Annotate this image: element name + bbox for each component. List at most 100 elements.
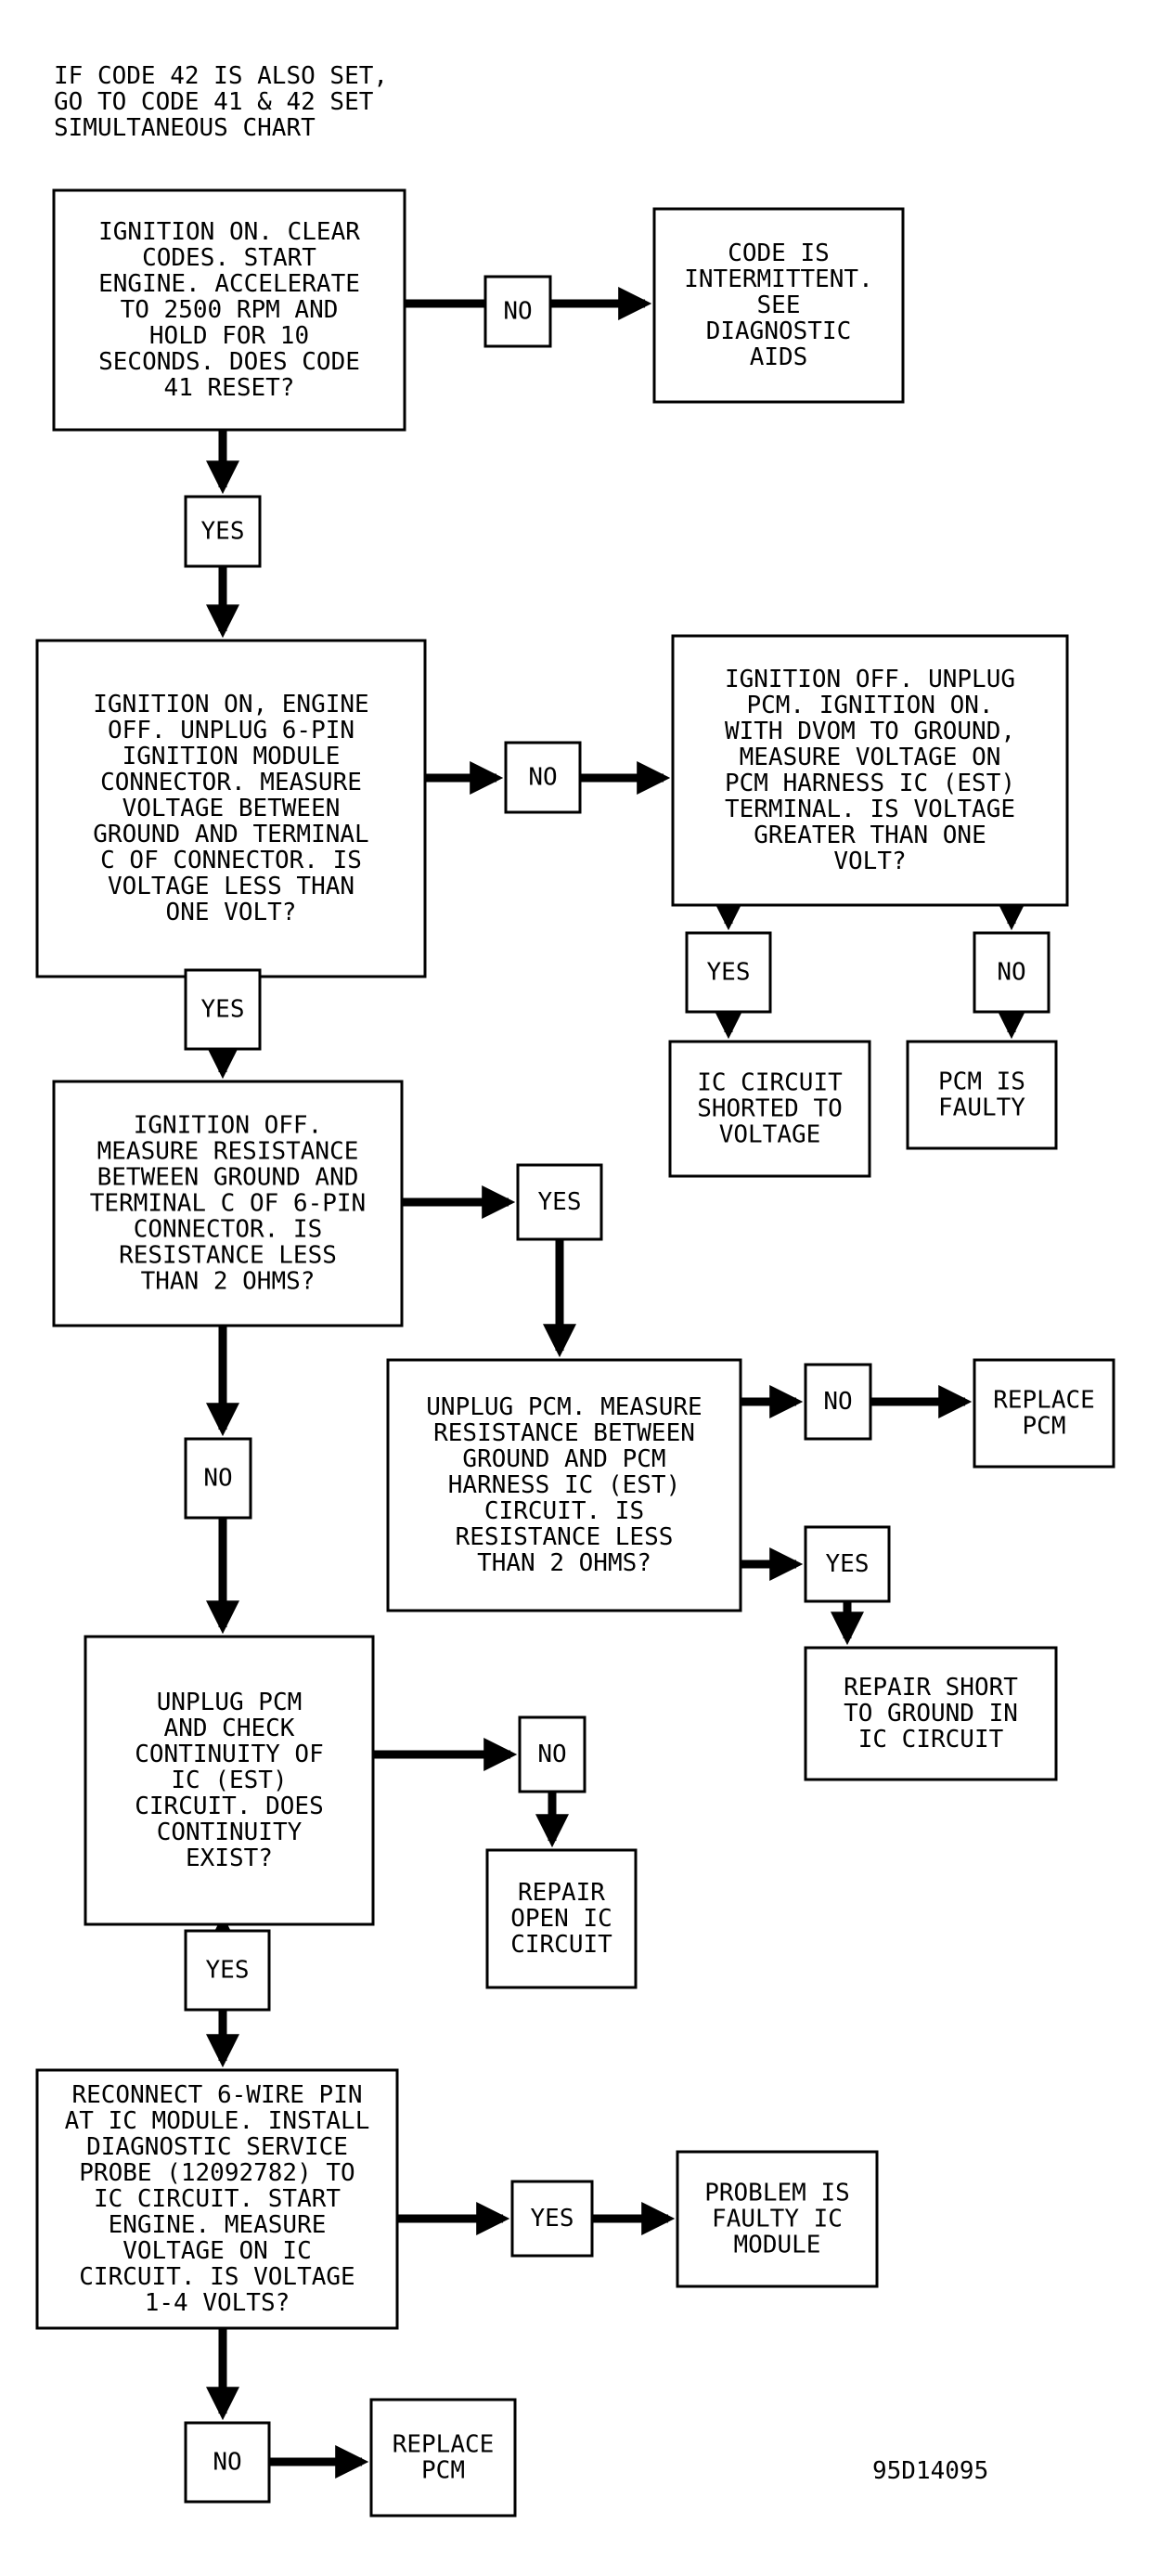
node-box: [804, 1363, 872, 1441]
node-text-line: GROUND AND TERMINAL: [93, 821, 368, 848]
node-text-line: IC (EST): [171, 1767, 287, 1794]
node-text-line: PCM. IGNITION ON.: [746, 692, 993, 719]
node-n4-yes: YES: [516, 1163, 603, 1241]
node-text-line: GREATER THAN ONE: [754, 822, 986, 849]
node-text-line: NO: [203, 1464, 232, 1492]
node-n7-yes: YES: [510, 2180, 594, 2258]
node-text-line: RESISTANCE LESS: [456, 1523, 674, 1551]
node-text-line: YES: [707, 958, 751, 986]
node-text-line: YES: [531, 2205, 574, 2233]
node-box: [518, 1715, 586, 1793]
node-box: [973, 931, 1050, 1014]
node-text-line: VOLTAGE BETWEEN: [122, 795, 341, 822]
node-n1-yes: YES: [184, 495, 262, 568]
node-text-line: YES: [538, 1188, 582, 1216]
figure-id: 95D14095: [872, 2457, 988, 2485]
node-box: [485, 1848, 638, 1989]
node-text-line: YES: [201, 995, 245, 1023]
node-box: [52, 1080, 404, 1327]
node-text-line: VOLTAGE ON IC: [122, 2237, 312, 2265]
node-text-line: FAULTY: [938, 1094, 1025, 1121]
node-text-line: THAN 2 OHMS?: [477, 1549, 651, 1577]
node-text-line: CODE IS: [728, 239, 830, 267]
node-box: [184, 2421, 271, 2504]
node-text-line: DIAGNOSTIC SERVICE: [86, 2133, 348, 2161]
node-text-line: MODULE: [734, 2231, 821, 2259]
node-text-line: PCM IS: [938, 1068, 1025, 1095]
node-box: [671, 634, 1069, 907]
node-box: [84, 1635, 375, 1926]
node-text-line: SHORTED TO: [697, 1094, 843, 1122]
node-n3-yes: YES: [685, 931, 772, 1014]
node-text-line: CONTINUITY: [157, 1819, 303, 1846]
node-text-line: CIRCUIT: [510, 1931, 612, 1959]
node-text-line: IGNITION ON. CLEAR: [98, 218, 360, 246]
node-text-line: RESISTANCE LESS: [119, 1241, 337, 1269]
node-text-line: DIAGNOSTIC: [706, 317, 852, 345]
node-box: [510, 2180, 594, 2258]
node-text-line: NO: [997, 958, 1025, 986]
node-n6-no: NO: [518, 1715, 586, 1793]
node-text-line: UNPLUG PCM. MEASURE: [426, 1393, 702, 1421]
node-text-line: HARNESS IC (EST): [448, 1471, 680, 1499]
node-text-line: FAULTY IC: [712, 2205, 843, 2233]
node-text-line: VOLTAGE: [719, 1120, 821, 1148]
node-text-line: OPEN IC: [510, 1905, 612, 1933]
node-text-line: 41 RESET?: [164, 374, 295, 402]
node-text-line: REPLACE: [993, 1386, 1095, 1414]
node-text-line: IC CIRCUIT: [697, 1068, 843, 1096]
node-text-line: RECONNECT 6-WIRE PIN: [71, 2081, 362, 2109]
node-text-line: TERMINAL C OF 6-PIN: [90, 1189, 366, 1217]
node-box: [906, 1040, 1058, 1150]
node-box: [52, 188, 406, 432]
node-text-line: GROUND AND PCM: [462, 1445, 665, 1473]
node-box: [184, 495, 262, 568]
node-text-line: REPAIR SHORT: [844, 1674, 1018, 1702]
node-text-line: IC CIRCUIT: [858, 1726, 1004, 1754]
node-text-line: BETWEEN GROUND AND: [97, 1163, 359, 1191]
node-text-line: NO: [213, 2448, 241, 2476]
node-text-line: MEASURE VOLTAGE ON: [740, 744, 1001, 771]
node-n6-yes: YES: [184, 1929, 271, 2012]
node-text-line: PCM: [1023, 1412, 1066, 1440]
node-n2-no: NO: [504, 741, 582, 814]
node-text-line: PROBE (12092782) TO: [79, 2159, 354, 2187]
node-text-line: ONE VOLT?: [166, 899, 297, 926]
node-box: [35, 2068, 399, 2330]
node-box: [685, 931, 772, 1014]
node-text-line: EXIST?: [186, 1845, 273, 1872]
node-text-line: YES: [201, 517, 245, 545]
node-text-line: IGNITION OFF.: [134, 1111, 323, 1139]
node-text-line: HOLD FOR 10: [149, 322, 309, 350]
node-text-line: IGNITION OFF. UNPLUG: [725, 666, 1015, 693]
node-text-line: NO: [528, 763, 557, 791]
node-box: [35, 639, 427, 978]
node-box: [516, 1163, 603, 1241]
node-box: [676, 2150, 879, 2288]
node-text-line: SEE: [757, 291, 801, 319]
node-text-line: ENGINE. ACCELERATE: [98, 270, 360, 298]
node-text-line: IGNITION MODULE: [122, 743, 341, 770]
node-n3-no: NO: [973, 931, 1050, 1014]
node-n7-no: NO: [184, 2421, 271, 2504]
node-text-line: CODES. START: [142, 244, 316, 272]
node-box: [804, 1646, 1058, 1781]
node-n5-yes: YES: [804, 1525, 891, 1603]
node-text-line: CIRCUIT. IS: [484, 1497, 644, 1525]
node-text-line: OFF. UNPLUG 6-PIN: [108, 717, 354, 744]
node-text-line: 1-4 VOLTS?: [145, 2289, 290, 2317]
node-text-line: YES: [826, 1550, 870, 1578]
node-text-line: TO 2500 RPM AND: [121, 296, 339, 324]
node-n4-no: NO: [184, 1437, 252, 1520]
node-text-line: THAN 2 OHMS?: [141, 1267, 316, 1295]
